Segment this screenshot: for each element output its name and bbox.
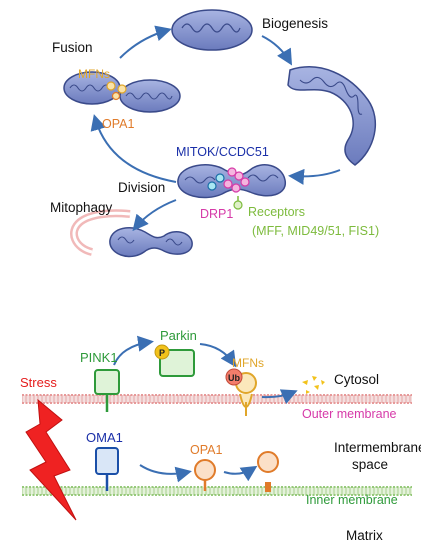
parkin-protein: P	[154, 344, 195, 377]
mfns-label-top: MFNs	[78, 67, 110, 81]
pink1-label: PINK1	[80, 350, 118, 365]
intermembrane-space-label: space	[352, 457, 388, 472]
ubiquitin-badge: Ub	[228, 373, 240, 383]
fusion-label: Fusion	[52, 40, 93, 55]
pathway-arrows	[113, 335, 298, 483]
stress-label: Stress	[20, 375, 57, 390]
matrix-label: Matrix	[346, 528, 383, 543]
mitochondria-fusing	[63, 71, 181, 113]
degradation-fragments-icon	[302, 376, 325, 394]
inner-membrane	[22, 486, 412, 496]
outer-membrane-label: Outer membrane	[302, 407, 397, 421]
receptors-detail-label: (MFF, MID49/51, FIS1)	[252, 224, 379, 238]
outer-membrane	[22, 394, 412, 404]
mfns-label-bottom: MFNs	[232, 356, 264, 370]
biogenesis-label: Biogenesis	[262, 16, 328, 31]
cycle-arrows	[90, 25, 341, 232]
mitochondrion-elongated	[287, 66, 377, 166]
parkin-label: Parkin	[160, 328, 197, 343]
intermembrane-label: Intermembrane	[334, 440, 421, 455]
phospho-badge: P	[159, 348, 165, 358]
opa1-protein-long	[194, 459, 216, 491]
receptors-label: Receptors	[248, 205, 305, 219]
mitochondrion-dividing	[177, 164, 286, 210]
division-label: Division	[118, 180, 165, 195]
cytosol-label: Cytosol	[334, 372, 379, 387]
oma1-label: OMA1	[86, 430, 123, 445]
mitophagy-label: Mitophagy	[50, 200, 113, 215]
oma1-protein	[95, 447, 119, 491]
inner-membrane-label: Inner membrane	[306, 493, 398, 507]
mitophagy-group	[70, 209, 193, 258]
opa1-label-top: OPA1	[102, 117, 134, 131]
mfns-protein: Ub	[225, 368, 257, 416]
pink1-protein	[94, 369, 120, 412]
mitochondrion-top	[171, 9, 253, 51]
stress-lightning-icon	[25, 398, 77, 521]
drp1-label: DRP1	[200, 207, 233, 221]
opa1-protein-cleaved	[257, 451, 279, 492]
mitok-label: MITOK/CCDC51	[176, 145, 269, 159]
opa1-label-bottom: OPA1	[190, 443, 222, 457]
